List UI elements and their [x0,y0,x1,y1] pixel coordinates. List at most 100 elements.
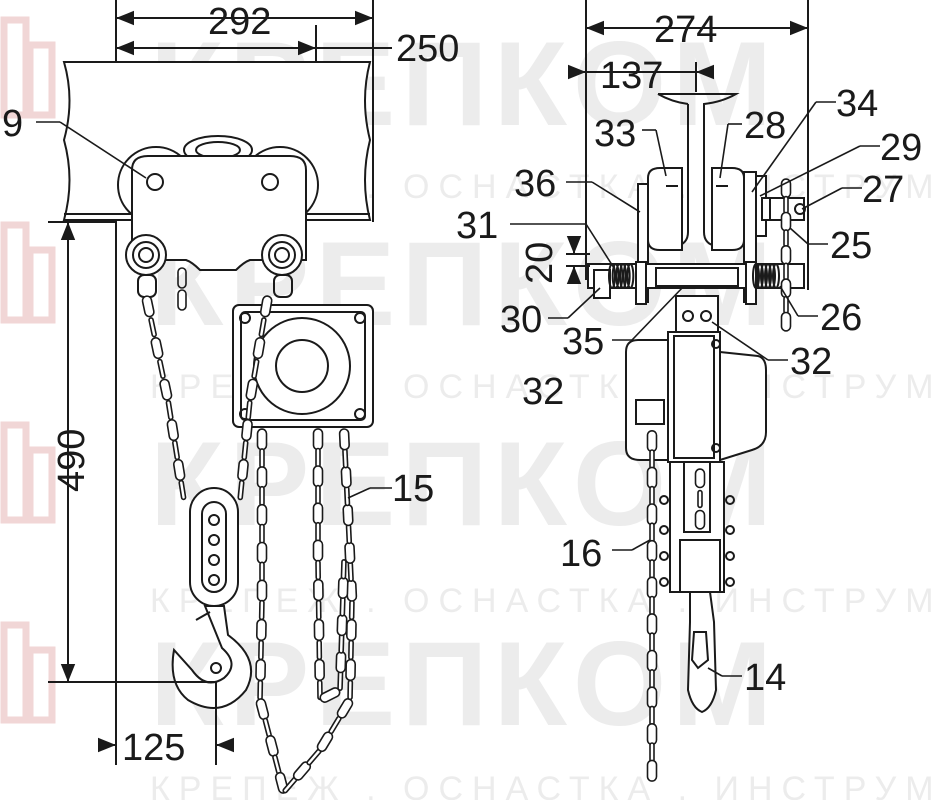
hand-chain-link [259,485,265,507]
hand-chain-link [255,658,267,682]
trolley-chain [177,267,187,311]
load-chain-link [252,336,266,360]
spring-coil [764,263,772,289]
hand-chain-link [646,539,658,563]
callout-32-lower: 32 [522,371,564,413]
hand-chain-link [649,632,655,653]
dim-side-total: 274 [654,9,717,51]
hand-chain-link [339,596,346,617]
load-chain-link [141,295,155,318]
hand-chain-link [646,613,658,636]
hand-chain-link [649,742,655,763]
callout-15: 15 [392,468,434,510]
hand-chain-link [315,484,321,506]
hand-chain-link [315,559,322,581]
hand-chain-link [646,722,658,746]
hand-chain-link [255,618,267,642]
load-chain-link [258,317,267,338]
load-chain-link [251,358,260,379]
spring-coil [622,263,631,289]
hand-chain-link [338,633,345,654]
hand-chain-link [312,502,324,525]
dim-side-small: 20 [519,242,561,284]
front-chains [141,295,358,794]
hand-chain-link [259,561,265,583]
load-chain-link [694,468,706,489]
hand-chain-link [343,485,351,507]
hand-chain-link [256,503,268,527]
hand-chain-link [258,599,265,621]
load-chain-link [237,458,249,482]
trolley-chain-link [783,262,789,281]
hand-chain-link [345,523,353,545]
leader-lines [36,101,880,677]
spring-coil [615,263,624,289]
hand-chain-link [315,521,321,543]
load-chain-link [157,358,166,379]
springs [608,263,780,289]
hand-chain-link [649,668,655,690]
hand-chain-link [312,539,324,562]
hand-chain-link [347,679,354,701]
hand-chain-link [348,599,355,621]
callout-34: 34 [836,83,878,125]
hand-chain-link [256,466,268,489]
spring-coil [619,263,627,289]
load-chain-link [259,295,273,318]
hoist-body-side [625,331,767,463]
hand-chain-link [313,618,325,642]
hand-chain-link [347,561,354,582]
spring-coil [768,263,776,289]
callout-14: 14 [744,657,786,699]
hand-chain-link [257,679,264,701]
watermark-logo-strip [0,16,56,724]
hand-chain-link [256,428,268,451]
upper-axle [761,197,806,221]
hand-chain-link [258,639,264,661]
hand-chain-link [313,578,324,602]
load-chain-link [237,479,245,501]
spring-coil [626,263,635,289]
dim-width-total: 292 [208,1,271,43]
hand-chain-link [646,429,658,453]
spring-coil [772,263,780,289]
hand-chain-link [337,670,344,691]
callout-9: 9 [2,103,23,145]
watermark-tagline-4: КРЕПЕЖ . ОСНАСТКА . ИНСТРУМЕНТ [150,770,931,800]
load-chain-link [148,317,157,338]
side-view [566,0,809,714]
dimension-labels: 292 250 490 125 274 137 20 [51,1,717,769]
callout-29: 29 [880,127,922,169]
dim-height-lift: 490 [51,429,93,492]
hand-chain-link [312,428,324,451]
spring-coil [756,263,764,289]
callout-35: 35 [562,321,604,363]
hand-chain-link [646,503,658,526]
watermark-brand-4: КРЕПКОМ [150,617,778,751]
watermark-tagline-3: КРЕПЕЖ . ОСНАСТКА . ИНСТРУМЕНТ [150,582,931,620]
callout-30: 30 [500,299,542,341]
dim-side-half: 137 [600,55,663,97]
hand-chain-link [338,428,350,451]
hand-chain-link [316,639,323,661]
dim-hook-offset: 125 [122,727,185,769]
callout-25: 25 [830,225,872,267]
load-chain-link [159,378,173,401]
hand-chain-link [337,576,349,599]
hand-chain-link [649,705,655,727]
trolley-chain-link [783,195,789,215]
hand-chain-link [348,639,354,661]
load-chain-link [694,509,706,530]
hand-chain-link [649,595,655,617]
callout-31: 31 [456,205,498,247]
load-chain-link [697,489,703,509]
callout-26: 26 [820,297,862,339]
hand-chain-link [259,523,265,545]
hand-chain-link [340,466,352,489]
hoist-hanger [675,295,719,335]
hand-chain-link [646,576,658,599]
callout-27: 27 [862,169,904,211]
hand-chain-link [345,658,357,682]
